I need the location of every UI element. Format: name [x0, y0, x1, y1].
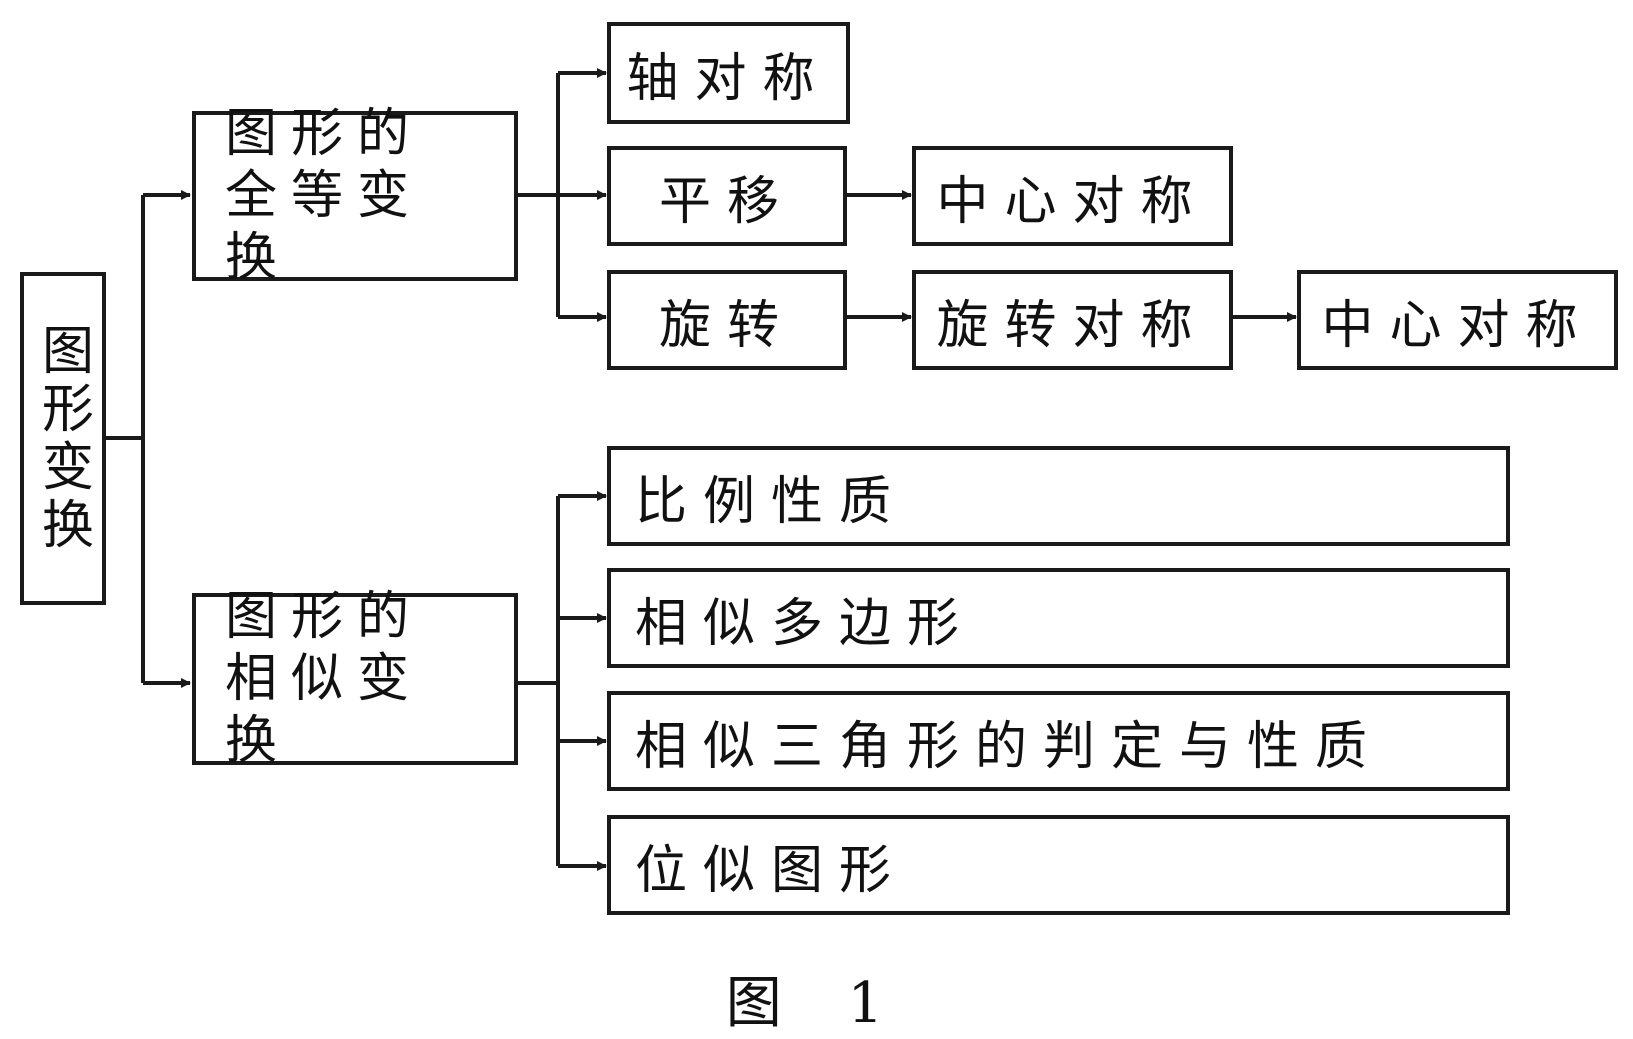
- central-symmetry-node-1: 中心对称: [912, 146, 1233, 246]
- congruent-node-label: 图形的全等变换: [225, 104, 424, 288]
- homothetic-figures-node: 位似图形: [607, 815, 1510, 915]
- similar-polygons-label: 相似多边形: [635, 593, 976, 654]
- translation-label: 平移: [658, 171, 795, 232]
- similar-polygons-node: 相似多边形: [607, 568, 1510, 668]
- similar-triangles-label: 相似三角形的判定与性质: [635, 716, 1384, 777]
- rotation-label: 旋转: [658, 295, 795, 356]
- central-symmetry-label-2: 中心对称: [1321, 295, 1594, 356]
- figure-caption: 图 1: [725, 971, 908, 1036]
- rotation-node: 旋转: [607, 270, 847, 370]
- rotational-symmetry-node: 旋转对称: [912, 270, 1233, 370]
- congruent-node: 图形的全等变换: [192, 104, 518, 288]
- proportion-properties-node: 比例性质: [607, 446, 1510, 546]
- root-node: 图形变换: [20, 272, 106, 605]
- similar-node: 图形的相似变换: [192, 587, 518, 771]
- similar-triangles-node: 相似三角形的判定与性质: [607, 691, 1510, 791]
- axial-symmetry-label: 轴对称: [626, 48, 831, 109]
- central-symmetry-label-1: 中心对称: [936, 171, 1209, 232]
- proportion-properties-label: 比例性质: [635, 471, 908, 532]
- similar-node-label: 图形的相似变换: [225, 587, 424, 771]
- axial-symmetry-node: 轴对称: [607, 22, 850, 124]
- root-node-label: 图形变换: [32, 322, 93, 555]
- translation-node: 平移: [607, 146, 847, 246]
- rotational-symmetry-label: 旋转对称: [936, 295, 1209, 356]
- central-symmetry-node-2: 中心对称: [1297, 270, 1618, 370]
- homothetic-figures-label: 位似图形: [635, 840, 908, 901]
